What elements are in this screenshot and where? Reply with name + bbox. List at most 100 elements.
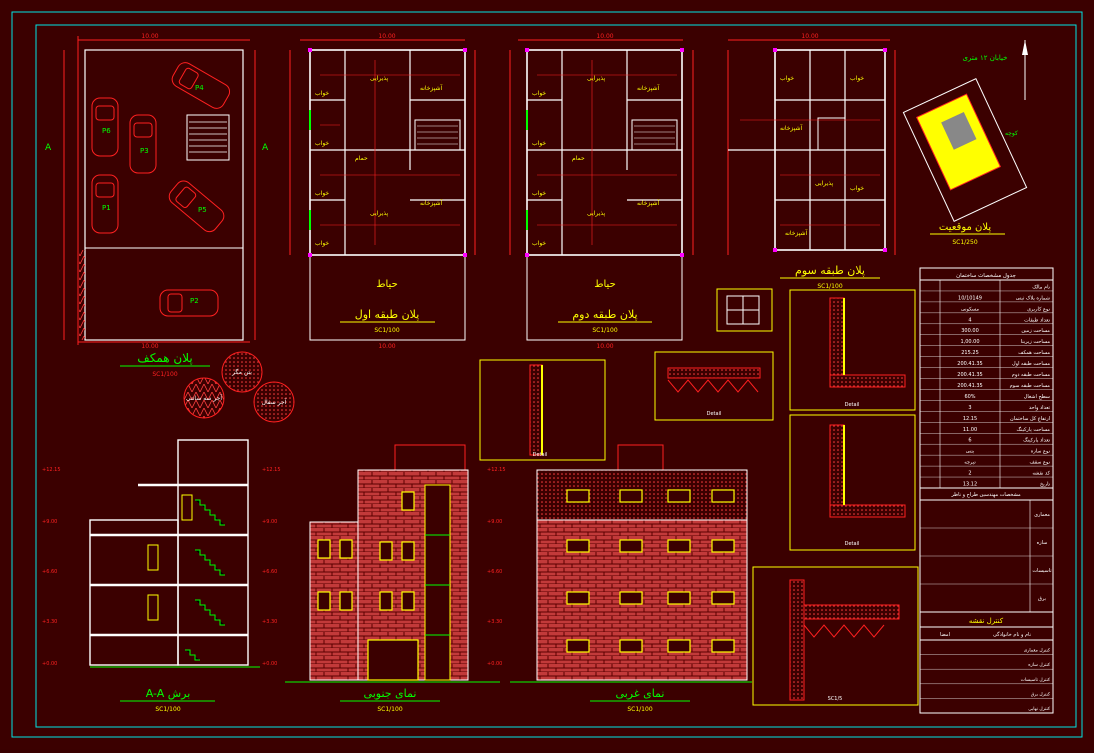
west-elevation: +12.15 +9.00 +6.60 +3.30 +0.00 نمای غربی… [487,444,752,713]
plan-scale: SC1/100 [152,371,177,378]
dim-top: 10.00 [141,33,158,40]
room-label: خواب [780,75,794,82]
street-label: خیابان ۱۲ متری [963,54,1008,62]
section-aa: +12.15 +9.00 +6.60 +3.30 +0.00 A-A برش S… [42,439,260,713]
level-mark: +9.00 [487,519,502,525]
section-scale: SC1/100 [155,706,180,713]
parking-label: P5 [198,206,207,214]
plan-title: پلان همکف [137,351,192,365]
parking-label: P3 [140,147,149,155]
level-mark: +9.00 [262,519,277,525]
dim-bottom: 10.00 [378,343,395,350]
room-label: حمام [355,155,368,162]
title-block-row-value: 60% [964,394,975,400]
title-block-row-label: مساحت پارکینگ [1017,426,1051,433]
hatch-legend: بتن مگر آجر سه سانتی آجر سفال [183,351,295,423]
title-block-row-label: تعداد طبقات [1024,317,1050,323]
parking-label: P1 [102,204,111,212]
title-block-row-label: تعداد پارکینگ [1023,437,1050,444]
control-col: نام و نام خانوادگی [993,631,1031,638]
elevation-title: نمای غربی [616,687,665,700]
legend-label: آجر سه سانتی [186,393,222,402]
level-mark: +3.30 [262,619,277,625]
room-label: خواب [850,185,864,192]
level-mark: +6.60 [262,569,277,575]
room-label: پذیرایی [815,180,833,187]
engineer-role: سازه [1037,540,1048,546]
title-block-row-value: 3 [968,405,971,411]
plan-scale: SC1/100 [592,327,617,334]
engineer-header: مشخصات مهندسین طراح و ناظر [950,492,1021,498]
inner-frame [35,24,1077,728]
title-block-row-value: 12.15 [963,416,977,422]
engineer-role: برق [1038,596,1046,602]
title-block-row-label: مساحت طبقه دوم [1012,372,1051,378]
level-mark: +3.30 [487,619,502,625]
section-mark-right: A [262,143,269,153]
title-block-row-value: 200.41.35 [957,361,982,367]
second-floor-plan: پذیرایی آشپزخانه حمام پذیرایی آشپزخانه خ… [509,33,694,350]
detail-caption: Detail [533,452,548,458]
room-label: خواب [315,140,329,147]
room-label: خواب [532,240,546,247]
plan-title: پلان طبقه اول [355,308,420,321]
title-block-row-value: بتنی [966,449,975,455]
section-title: A-A برش [146,687,191,700]
detail-caption: Detail [845,541,860,547]
engineer-roles: معماری سازه تاسیسات برق [920,512,1053,602]
title-block-row-label: نوع کاربری [1027,306,1050,312]
title-block-row-label: نام مالک [1032,284,1050,290]
level-mark: +0.00 [262,661,277,667]
room-label: خواب [315,240,329,247]
details [479,289,919,706]
window-detail-frame [716,288,773,332]
title-block-row-label: مساحت طبقه اول [1012,361,1050,367]
title-block-row-value: تیرچه [964,460,976,466]
elevation-title: نمای جنوبی [364,687,417,700]
yard-label: حیاط [376,279,398,290]
control-row-label: کنترل برق [1031,691,1051,697]
title-block-row-value: 2 [968,471,971,477]
north-arrow-icon [1022,40,1028,55]
control-row-label: کنترل نهایی [1028,706,1051,712]
title-block-row-value: 13.12 [963,482,977,488]
room-label: آشپزخانه [637,198,660,207]
level-mark: +3.30 [42,619,57,625]
control-row-label: کنترل تاسیسات [1021,677,1051,683]
title-block-row-label: مساحت طبقه سوم [1010,383,1051,389]
plan-title: پلان طبقه سوم [795,264,865,277]
title-block-row-value: 11.00 [963,427,977,433]
elevation-scale: SC1/100 [627,706,652,713]
dim-bottom: 10.00 [141,343,158,350]
plan-scale: SC1/100 [374,327,399,334]
dim-top: 10.00 [378,33,395,40]
room-label: پذیرایی [587,210,605,217]
parking-label: P6 [102,127,111,135]
room-label: خواب [315,190,329,197]
control-row-label: کنترل معماری [1024,648,1051,654]
outer-frame [11,11,1083,738]
detail-caption: Detail [707,411,722,417]
title-block-row-label: سطح اشغال [1024,394,1050,400]
south-elevation: +12.15 +9.00 +6.60 +3.30 +0.00 نمای جنوب… [262,444,500,713]
room-label: خواب [532,140,546,147]
detail-caption: SC1/5 [828,696,843,702]
room-label: پذیرایی [370,75,388,82]
title-block-row-value: 200.41.35 [957,372,982,378]
level-mark: +0.00 [42,661,57,667]
title-block-row-value: 4 [968,317,971,323]
room-label: حمام [572,155,585,162]
engineer-role: معماری [1034,512,1050,518]
legend-label: آجر سفال [262,397,287,406]
room-label: خواب [315,90,329,97]
dim-bottom: 10.00 [596,343,613,350]
engineer-role: تاسیسات [1032,568,1052,574]
room-label: خواب [532,190,546,197]
title-block-row-label: کد نقشه [1032,471,1050,477]
title-block-row-label: مساحت زیربنا [1021,339,1051,345]
title-block-row-label: مساحت زمین [1021,328,1050,334]
title-block-row-value: مسکونی [961,306,979,312]
